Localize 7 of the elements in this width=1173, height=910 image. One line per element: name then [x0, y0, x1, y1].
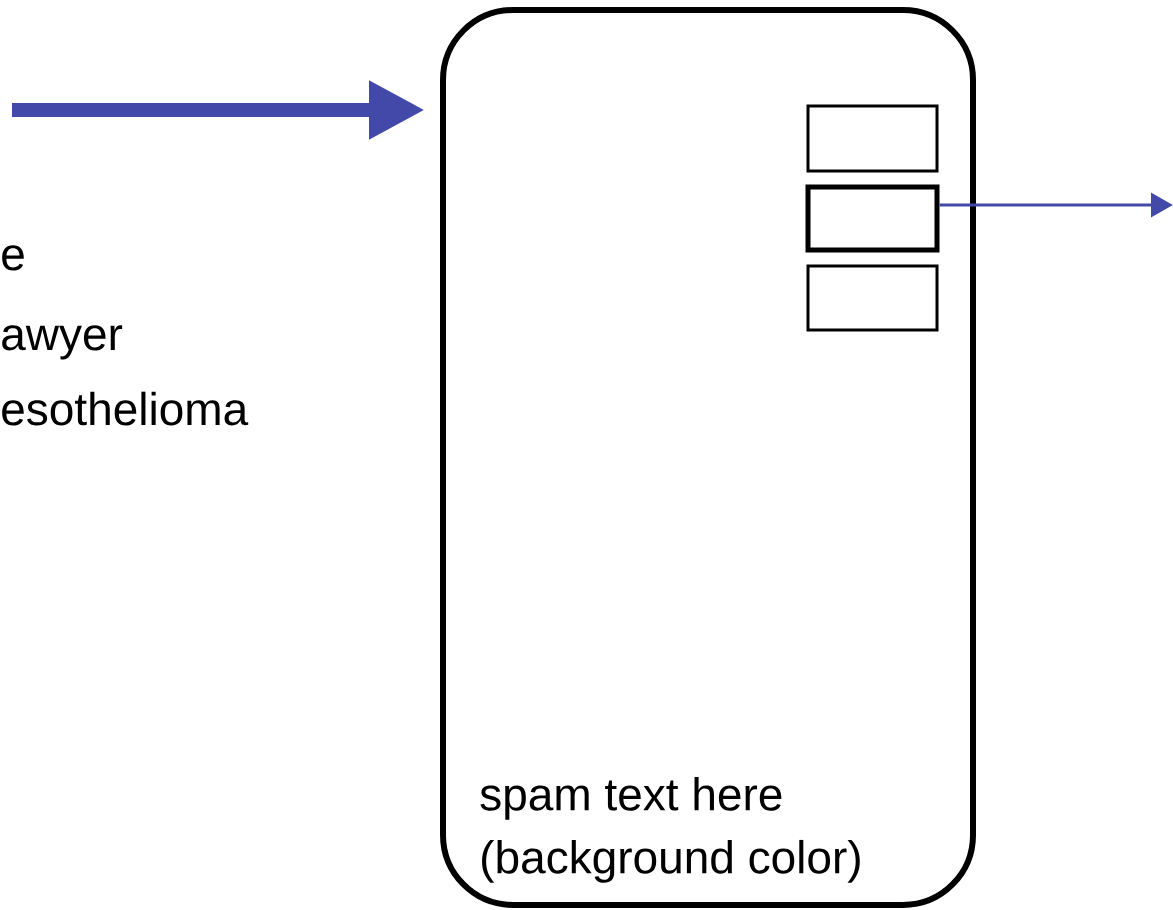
label-text: e [2, 245, 24, 271]
small-box [805, 184, 940, 253]
small-box [806, 264, 939, 332]
rounded-box: spam text here (background color) [440, 7, 976, 908]
label-text: esothelioma [2, 391, 249, 426]
label-text: awyer [2, 325, 123, 360]
small-box [806, 104, 939, 173]
